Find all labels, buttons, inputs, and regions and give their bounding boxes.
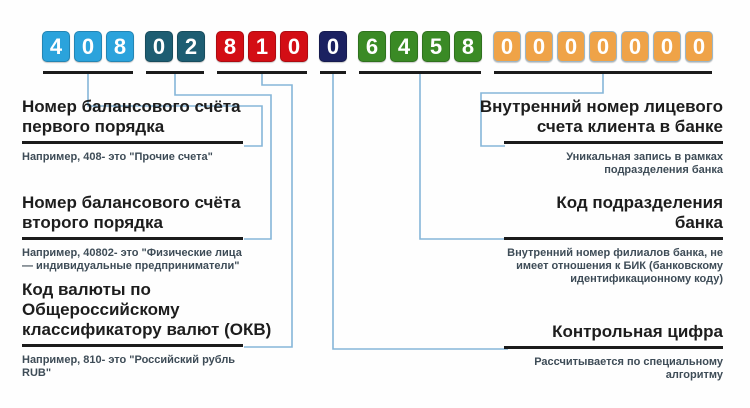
annotation-note-line: — индивидуальные предприниматели" [22,260,240,272]
annotation-underline [504,346,723,349]
digit-tile: 0 [653,31,681,62]
annotation-note: Например, 810- это "Российский рубль RUB… [22,354,302,380]
annotation-underline [22,344,243,347]
digit-tile: 1 [248,31,276,62]
annotation-title-line: Код валюты по [22,280,151,299]
digit-tile: 8 [216,31,244,62]
digit-tile: 0 [280,31,308,62]
digit-group-currency-code: 8 1 0 [216,31,308,74]
digit-tile: 0 [319,31,347,62]
group-underline [359,71,481,74]
digit-tile: 0 [557,31,585,62]
digit-tile: 0 [621,31,649,62]
digit-tile: 0 [493,31,521,62]
annotation-underline [22,237,243,240]
connector-personal-account [480,74,604,147]
annotation-note-line: Например, 408- это "Прочие счета" [22,151,213,163]
annotation-currency-code: Код валюты по Общероссийскому классифика… [22,280,302,380]
connector-control-digit [332,74,508,350]
digit-tile: 0 [74,31,102,62]
group-underline [494,71,712,74]
annotation-note: Уникальная запись в рамках подразделения… [423,151,723,177]
connector-branch-code [419,74,505,240]
annotation-balance-second-order: Номер балансового счёта второго порядка … [22,193,302,273]
annotation-balance-first-order: Номер балансового счёта первого порядка … [22,97,302,164]
annotation-title-line: второго порядка [22,213,163,232]
digit-tile: 5 [422,31,450,62]
annotation-note-line: Рассчитывается по специальному [534,356,723,368]
digit-tile: 4 [390,31,418,62]
digit-tile: 8 [106,31,134,62]
annotation-title-line: Номер балансового счёта [22,97,241,116]
annotation-note: Внутренний номер филиалов банка, не имее… [423,247,723,286]
annotation-title-line: Номер балансового счёта [22,193,241,212]
digit-group-personal-account: 0 0 0 0 0 0 0 [493,31,713,74]
connector-balance-second-order [174,74,272,240]
connector-balance-first-order [87,74,263,147]
digit-tile: 0 [685,31,713,62]
digit-tiles: 6 4 5 8 [358,31,482,62]
digit-group-branch-code: 6 4 5 8 [358,31,482,74]
digit-tiles: 8 1 0 [216,31,308,62]
annotation-note: Например, 408- это "Прочие счета" [22,151,302,164]
annotation-note-line: алгоритму [665,369,723,381]
annotation-control-digit: Контрольная цифра Рассчитывается по спец… [423,322,723,382]
annotation-note-line: Например, 810- это "Российский рубль [22,354,236,366]
annotation-title-line: банка [674,213,723,232]
annotation-note-line: Например, 40802- это "Физические лица [22,247,242,259]
group-underline [320,71,346,74]
annotation-title-line: первого порядка [22,117,165,136]
annotation-personal-account: Внутренний номер лицевого счета клиента … [423,97,723,177]
group-underline [217,71,307,74]
digit-tile: 8 [454,31,482,62]
digit-tile: 2 [177,31,205,62]
annotation-note: Например, 40802- это "Физические лица — … [22,247,302,273]
group-underline [146,71,204,74]
annotation-branch-code: Код подразделения банка Внутренний номер… [423,193,723,286]
annotation-note-line: подразделения банка [604,164,723,176]
annotation-title-line: счета клиента в банке [536,117,723,136]
connector-currency-code [244,74,293,348]
annotation-note-line: RUB" [22,367,52,379]
digit-tiles: 0 0 0 0 0 0 0 [493,31,713,62]
digit-group-balance-second-order: 0 2 [145,31,205,74]
digit-tile: 4 [42,31,70,62]
annotation-title-line: Общероссийскому [22,300,180,319]
annotation-note-line: Внутренний номер филиалов банка, не [507,247,723,259]
digit-tile: 0 [525,31,553,62]
digit-tile: 0 [145,31,173,62]
annotation-underline [504,237,723,240]
annotation-title-line: Контрольная цифра [552,322,723,341]
digit-group-control-digit: 0 [319,31,347,74]
annotation-note-line: идентификационному коду) [570,273,723,285]
annotation-title-line: классификатору валют (ОКВ) [22,320,272,339]
annotation-underline [22,141,243,144]
annotation-title-line: Код подразделения [556,193,723,212]
group-underline [43,71,133,74]
annotation-title-line: Внутренний номер лицевого [479,97,723,116]
digit-tiles: 0 2 [145,31,205,62]
annotation-note-line: Уникальная запись в рамках [566,151,723,163]
annotation-note-line: имеет отношения к БИК (банковскому [516,260,723,272]
digit-tile: 6 [358,31,386,62]
annotation-note: Рассчитывается по специальному алгоритму [423,356,723,382]
digit-tile: 0 [589,31,617,62]
annotation-underline [504,141,723,144]
digit-tiles: 0 [319,31,347,62]
digit-group-balance-first-order: 4 0 8 [42,31,134,74]
digit-tiles: 4 0 8 [42,31,134,62]
